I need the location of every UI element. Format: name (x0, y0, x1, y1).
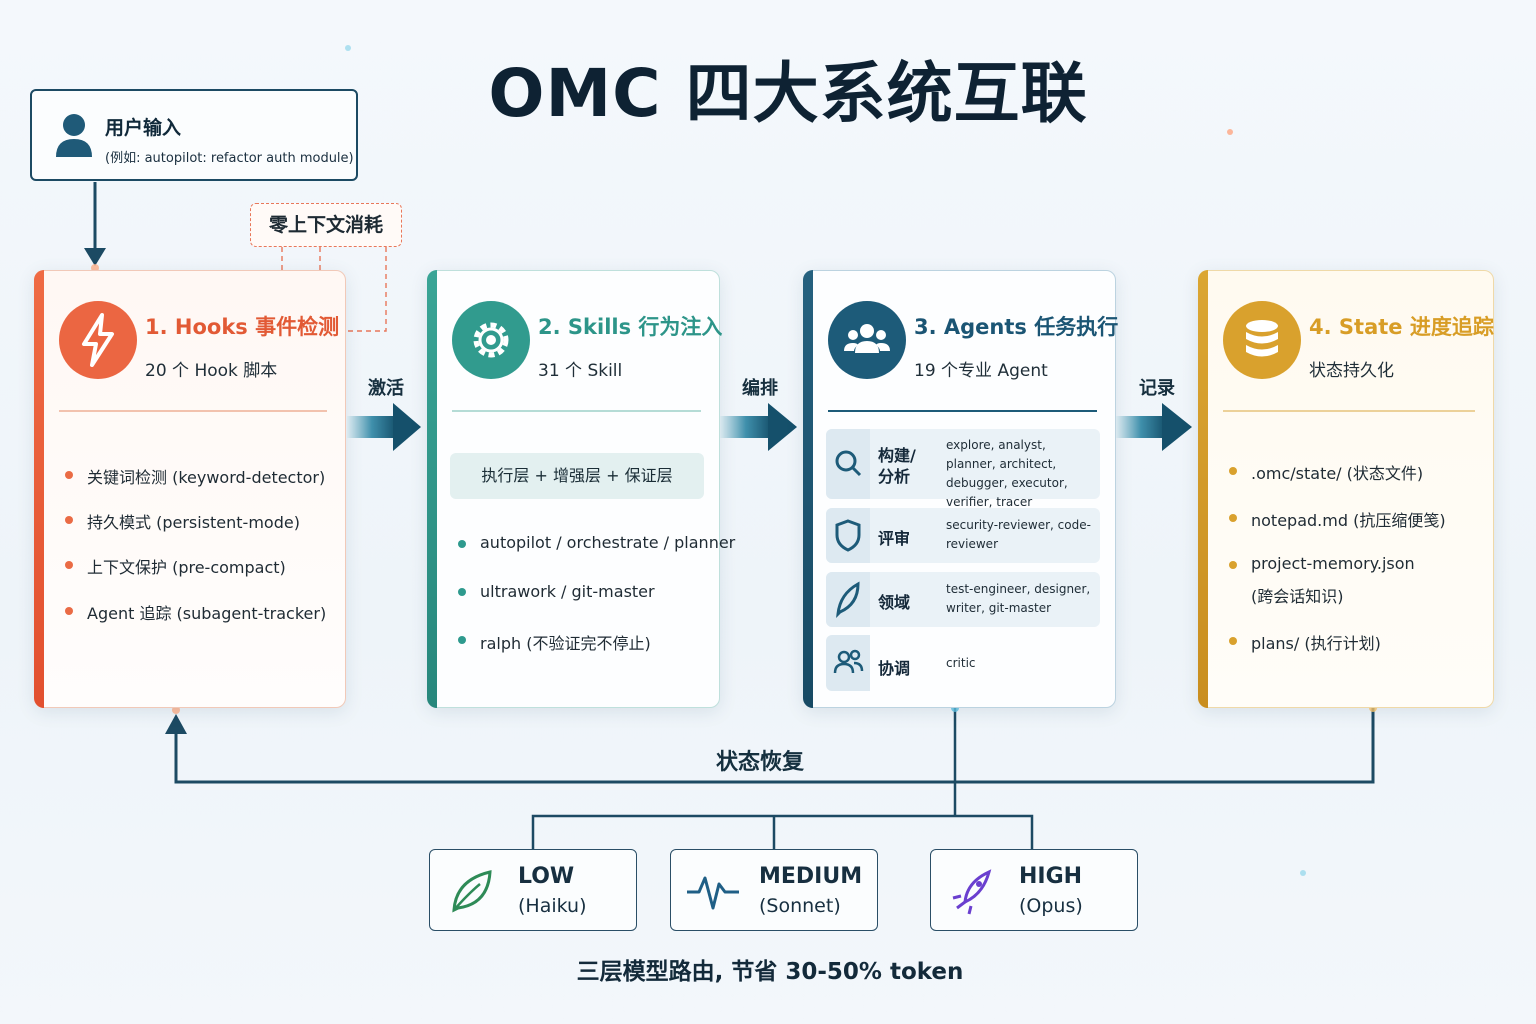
agent-row-label: 领域 (878, 593, 911, 612)
agent-row-desc: critic (946, 656, 976, 670)
flow-label-orchestrate: 编排 (742, 378, 778, 399)
card-hooks: 1. Hooks 事件检测 20 个 Hook 脚本 关键词检测 (keywor… (34, 270, 346, 708)
user-input-example: (例如: autopilot: refactor auth module) (105, 151, 354, 166)
pulse-icon (687, 876, 739, 910)
agent-row-desc: test-engineer, designer, writer, git-mas… (946, 582, 1091, 615)
list-item: notepad.md (抗压缩便笺) (1251, 511, 1446, 530)
model-medium: MEDIUM (Sonnet) (670, 849, 878, 931)
lightning-icon (59, 301, 137, 379)
list-item: plans/ (执行计划) (1251, 634, 1381, 653)
agent-row-domain: 领域 test-engineer, designer, writer, git-… (826, 572, 1100, 627)
list-item: 上下文保护 (pre-compact) (87, 558, 286, 577)
feather-icon (826, 572, 870, 627)
rocket-icon (952, 869, 992, 915)
card-title: 2. Skills 行为注入 (538, 315, 723, 339)
user-icon (56, 114, 92, 157)
card-title: 1. Hooks 事件检测 (145, 315, 340, 339)
people-icon (826, 635, 870, 691)
agent-row-label: 协调 (878, 659, 911, 678)
arrow-skills-to-agents (720, 403, 797, 451)
model-sub: (Haiku) (518, 895, 587, 917)
user-input-box: 用户输入 (例如: autopilot: refactor auth modul… (30, 89, 358, 181)
card-title: 4. State 进度追踪 (1309, 315, 1494, 339)
gear-icon (452, 301, 530, 379)
database-icon (1223, 301, 1301, 379)
list-item: 持久模式 (persistent-mode) (87, 513, 300, 532)
model-high: HIGH (Opus) (930, 849, 1138, 931)
team-icon (828, 301, 906, 379)
footer-note: 三层模型路由, 节省 30-50% token (576, 959, 964, 985)
agent-row-coord: 协调 critic (826, 635, 1100, 691)
leaf-icon (452, 870, 492, 913)
model-sub: (Opus) (1019, 895, 1083, 917)
card-subtitle: 20 个 Hook 脚本 (145, 361, 278, 381)
agent-row-desc: security-reviewer, code-reviewer (946, 518, 1091, 551)
agent-row-desc: explore, analyst, planner, architect, de… (946, 438, 1068, 509)
card-subtitle: 31 个 Skill (538, 361, 623, 381)
skills-layers: 执行层 + 增强层 + 保证层 (450, 453, 704, 499)
agent-row-label: 构建/ 分析 (878, 446, 916, 486)
card-subtitle: 19 个专业 Agent (914, 361, 1048, 381)
list-item: ralph (不验证完不停止) (480, 634, 651, 653)
agent-row-build: 构建/ 分析 explore, analyst, planner, archit… (826, 429, 1100, 509)
list-item: Agent 追踪 (subagent-tracker) (87, 604, 327, 623)
arrow-hooks-to-skills (347, 403, 421, 451)
list-item: 关键词检测 (keyword-detector) (87, 468, 326, 487)
card-skills: 2. Skills 行为注入 31 个 Skill 执行层 + 增强层 + 保证… (427, 270, 735, 708)
agent-row-review: 评审 security-reviewer, code-reviewer (826, 508, 1100, 563)
card-state: 4. State 进度追踪 状态持久化 .omc/state/ (状态文件) n… (1198, 270, 1494, 708)
list-item: ultrawork / git-master (480, 582, 655, 601)
list-item: .omc/state/ (状态文件) (1251, 464, 1424, 483)
model-name: HIGH (1019, 864, 1083, 889)
list-item: project-memory.json (1251, 554, 1415, 573)
agent-row-label: 评审 (878, 529, 911, 548)
search-icon (826, 429, 870, 499)
model-name: MEDIUM (759, 864, 863, 889)
user-input-title: 用户输入 (105, 117, 182, 139)
card-subtitle: 状态持久化 (1309, 361, 1394, 381)
list-item: autopilot / orchestrate / planner (480, 533, 736, 552)
page-title: OMC 四大系统互联 (488, 55, 1088, 132)
model-sub: (Sonnet) (759, 895, 841, 917)
zero-context-note: 零上下文消耗 (250, 203, 402, 247)
flow-label-restore: 状态恢复 (715, 750, 804, 775)
card-agents: 3. Agents 任务执行 19 个专业 Agent 构建/ 分析 explo… (803, 270, 1119, 708)
model-name: LOW (518, 864, 575, 889)
flow-label-activate: 激活 (368, 378, 404, 399)
list-item: (跨会话知识) (1251, 587, 1344, 606)
model-low: LOW (Haiku) (429, 849, 637, 931)
flow-label-record: 记录 (1139, 378, 1175, 399)
arrow-agents-to-state (1116, 403, 1192, 451)
shield-icon (826, 508, 870, 563)
card-title: 3. Agents 任务执行 (914, 315, 1119, 339)
